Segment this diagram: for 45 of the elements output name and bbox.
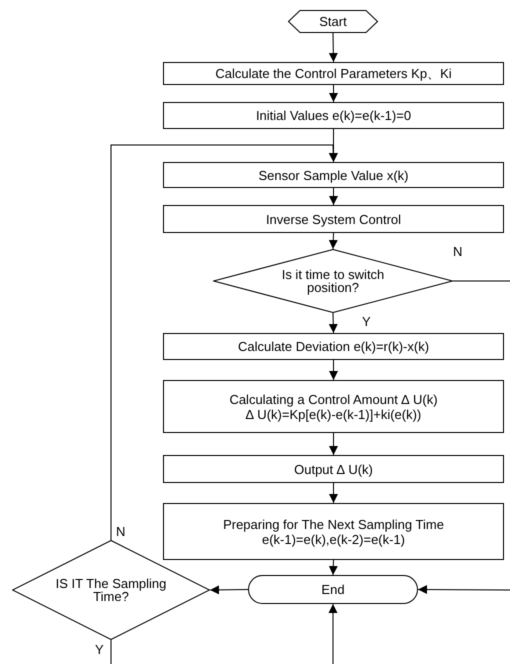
process-box	[163, 205, 504, 233]
step-text: Calculating a Control Amount ∆ U(k)	[229, 392, 438, 406]
arrow	[110, 144, 338, 540]
edge-label: N	[453, 244, 462, 259]
step-text: ∆ U(k)=Kp[e(k)-e(k-1)]+ki(e(k))	[246, 406, 422, 422]
step-text: Sensor Sample Value x(k)	[258, 168, 409, 182]
arrow	[210, 585, 248, 594]
arrow	[329, 84, 338, 102]
arrow	[328, 32, 338, 62]
step-text: Initial Values e(k)=e(k-1)=0	[256, 108, 412, 123]
connector-line	[110, 640, 112, 664]
edge-label: N	[116, 524, 126, 539]
edge-label: Y	[362, 314, 371, 329]
process-box	[163, 380, 504, 433]
question-text: IS IT The Sampling Time?	[54, 577, 168, 603]
step-text: e(k-1)=e(k),e(k-2)=e(k-1)	[262, 532, 406, 546]
edge-label: Y	[95, 642, 104, 657]
process-box	[163, 62, 504, 85]
process-box	[163, 503, 504, 560]
process-box	[163, 333, 504, 360]
step-text: End	[321, 582, 345, 597]
end-terminal	[248, 575, 418, 604]
arrow	[328, 560, 338, 576]
question-text: Is it time to switch position?	[280, 268, 386, 294]
arrow	[329, 482, 338, 504]
process-box	[163, 455, 504, 483]
decision-diamond	[213, 249, 453, 313]
connector-line	[452, 280, 510, 282]
arrow	[328, 232, 338, 250]
step-text: Calculate the Control Parameters Kp、Ki	[215, 66, 452, 81]
arrow	[418, 585, 510, 594]
step-text: Start	[319, 14, 347, 29]
arrow	[329, 432, 338, 456]
process-box	[163, 162, 504, 188]
arrow	[328, 604, 338, 664]
step-text: Output ∆ U(k)	[294, 462, 373, 476]
arrow	[329, 188, 338, 206]
step-text: Calculate Deviation e(k)=r(k)-x(k)	[238, 339, 430, 354]
step-text: Preparing for The Next Sampling Time	[223, 516, 444, 532]
arrow	[328, 312, 338, 334]
decision-diamond	[12, 540, 210, 640]
step-text: Inverse System Control	[266, 212, 402, 226]
arrow	[329, 360, 338, 380]
process-box	[163, 102, 504, 129]
start-terminal	[288, 10, 378, 33]
